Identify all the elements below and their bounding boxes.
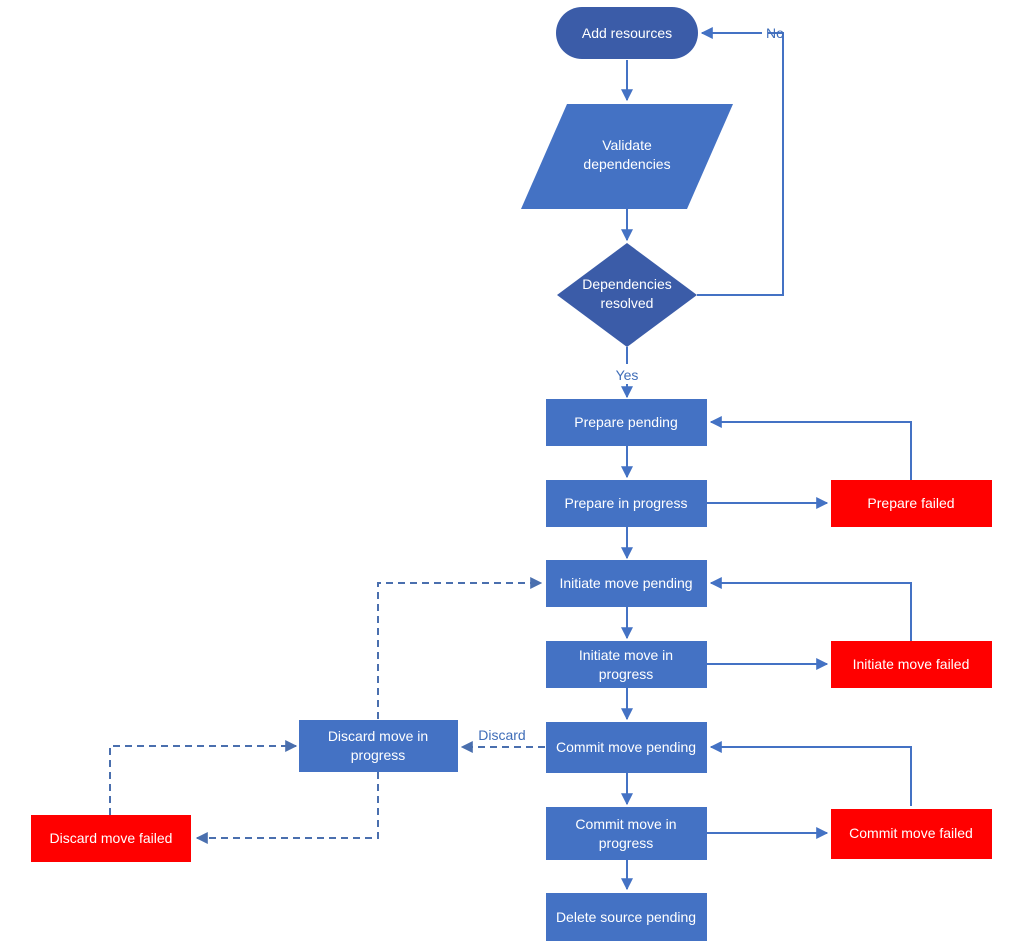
edge-prepare-failed-to-pending <box>709 416 912 480</box>
edge-resolved-no-loop <box>697 32 784 296</box>
node-commit-move-failed-label: Commit move failed <box>849 825 973 841</box>
node-commit-move-in-progress-line-2: progress <box>599 835 653 851</box>
node-dependencies-resolved-line-1: Dependencies <box>582 276 672 292</box>
node-initiate-move-in-progress: Initiate move in progress <box>546 641 707 688</box>
node-initiate-move-in-progress-line-1: Initiate move in <box>579 647 673 663</box>
node-commit-move-in-progress-line-1: Commit move in <box>575 816 676 832</box>
node-discard-move-in-progress-line-1: Discard move in <box>328 728 428 744</box>
edge-discard-to-discard-failed <box>195 772 379 844</box>
edge-labels: No Yes Discard <box>478 25 784 743</box>
node-commit-move-pending-label: Commit move pending <box>556 739 696 755</box>
edge-commit-failed-to-pending <box>709 741 912 806</box>
edge-discard-to-initiate <box>377 577 543 719</box>
node-commit-move-in-progress: Commit move in progress <box>546 807 707 860</box>
node-initiate-move-pending-label: Initiate move pending <box>559 575 692 591</box>
edge-label-yes: Yes <box>616 367 639 383</box>
node-add-resources: Add resources <box>556 7 698 59</box>
edge-label-no: No <box>766 25 784 41</box>
edge-label-discard: Discard <box>478 727 525 743</box>
node-dependencies-resolved: Dependencies resolved <box>557 243 697 347</box>
edge-initiate-failed-to-pending <box>709 577 912 641</box>
node-validate-dependencies: Validate dependencies <box>521 104 733 209</box>
node-dependencies-resolved-line-2: resolved <box>601 295 654 311</box>
node-commit-move-failed: Commit move failed <box>831 809 992 859</box>
node-validate-dependencies-line-1: Validate <box>602 137 652 153</box>
node-initiate-move-failed-label: Initiate move failed <box>853 656 970 672</box>
node-add-resources-label: Add resources <box>582 25 672 41</box>
node-initiate-move-in-progress-line-2: progress <box>599 666 653 682</box>
node-discard-move-in-progress-line-2: progress <box>351 747 405 763</box>
node-prepare-in-progress: Prepare in progress <box>546 480 707 527</box>
node-prepare-failed: Prepare failed <box>831 480 992 527</box>
node-delete-source-pending-label: Delete source pending <box>556 909 696 925</box>
node-initiate-move-pending: Initiate move pending <box>546 560 707 607</box>
node-commit-move-pending: Commit move pending <box>546 722 707 773</box>
edges-solid <box>621 27 912 891</box>
node-prepare-pending: Prepare pending <box>546 399 707 446</box>
node-prepare-pending-label: Prepare pending <box>574 414 678 430</box>
edge-discard-failed-to-discard <box>109 740 298 815</box>
node-discard-move-failed: Discard move failed <box>31 815 191 862</box>
node-discard-move-failed-label: Discard move failed <box>50 830 173 846</box>
node-prepare-failed-label: Prepare failed <box>867 495 954 511</box>
node-initiate-move-failed: Initiate move failed <box>831 641 992 688</box>
edges-dashed <box>109 577 545 844</box>
node-validate-dependencies-line-2: dependencies <box>583 156 670 172</box>
node-prepare-in-progress-label: Prepare in progress <box>565 495 688 511</box>
node-discard-move-in-progress: Discard move in progress <box>299 720 458 772</box>
node-delete-source-pending: Delete source pending <box>546 893 707 941</box>
